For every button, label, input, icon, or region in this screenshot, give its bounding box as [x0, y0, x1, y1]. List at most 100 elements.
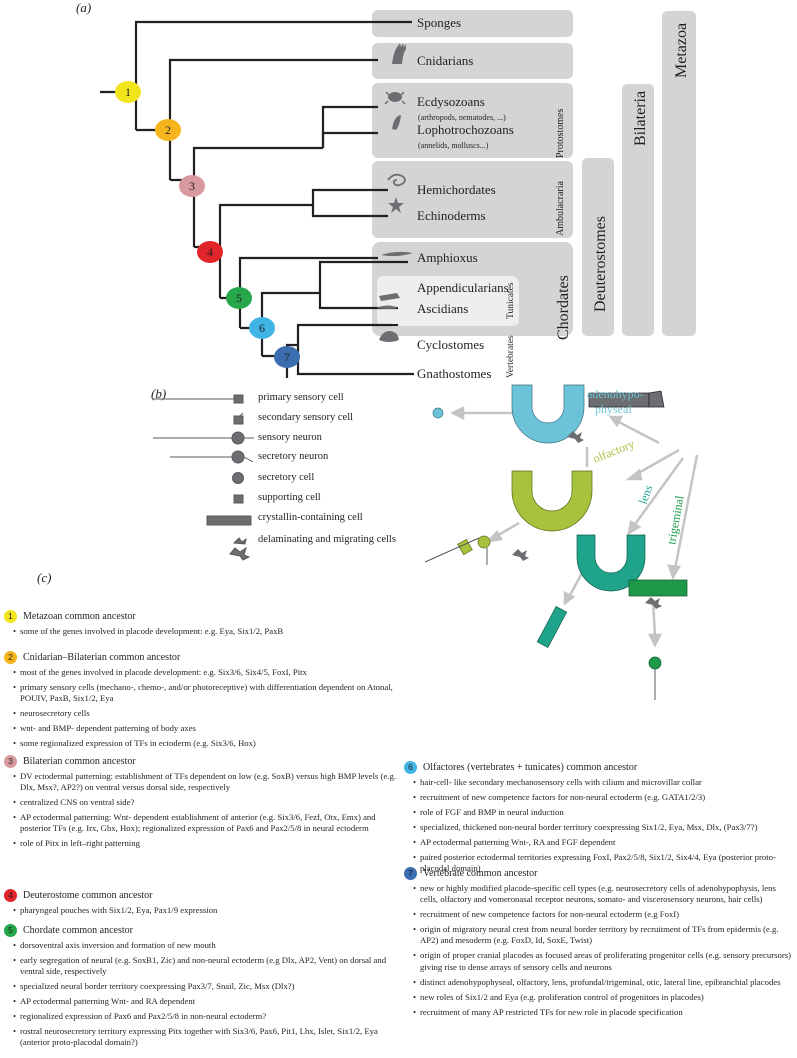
node-number-badge: 5 — [4, 924, 17, 937]
legend-item-label: secondary sensory cell — [258, 412, 354, 423]
lens-placode — [536, 534, 646, 648]
node-number-badge: 7 — [404, 867, 417, 880]
section-bullet-list: hair-cell- like secondary mechanosensory… — [404, 777, 796, 874]
legend-item-label: delaminating and migrating cells — [258, 534, 396, 545]
node-2 — [155, 119, 181, 141]
section-bullet-list: some of the genes involved in placode de… — [4, 626, 399, 637]
supporting-cell-icon — [233, 494, 244, 504]
section-title: Chordate common ancestor — [23, 925, 133, 936]
list-item: origin of migratory neural crest from ne… — [404, 924, 796, 946]
taxon-cnidarians: Cnidarians — [417, 53, 473, 68]
node-1 — [115, 81, 141, 103]
section-title: Vertebrate common ancestor — [423, 868, 538, 879]
node-number-badge: 3 — [4, 755, 17, 768]
amphioxus-icon — [381, 251, 413, 257]
list-item: recruitment of many AP restricted TFs fo… — [404, 1007, 796, 1018]
list-item: role of FGF and BMP in neural induction — [404, 807, 796, 818]
group-boxes — [372, 10, 696, 336]
taxon-ecdysozoans-sub: (arthropods, nematodes, ...) — [418, 113, 506, 122]
panel-b-label: (b) — [151, 386, 167, 401]
node-2-label: 2 — [165, 123, 171, 137]
list-item: AP ectodermal patterning: Wnt- dependent… — [4, 812, 399, 834]
list-item: role of Pitx in left–right patterning — [4, 838, 399, 849]
taxon-sponges: Sponges — [417, 15, 461, 30]
section-heading: 7 Vertebrate common ancestor — [404, 867, 796, 880]
node-4 — [197, 241, 223, 263]
group-ambulacraria: Ambulacraria — [555, 180, 566, 236]
group-metazoa: Metazoa — [673, 23, 690, 78]
box-protostomes — [372, 83, 573, 158]
tree-nodes — [115, 81, 300, 368]
migrating-cells-icon — [229, 537, 251, 561]
label-adenohypophyseal-2: physeal — [595, 402, 632, 416]
placode-diagram: adenohypo- physeal olfactory lens trigem… — [424, 384, 699, 700]
section-title: Cnidarian–Bilaterian common ancestor — [23, 652, 181, 663]
box-tunicates-inner — [377, 276, 518, 325]
list-item: some regionalized expression of TFs in e… — [4, 738, 399, 749]
ectoderm-strip — [588, 390, 665, 408]
box-ambulacraria — [372, 161, 573, 238]
enteropneust-icon — [387, 173, 406, 187]
list-item: recruitment of new competence factors fo… — [404, 792, 796, 803]
list-item: hair-cell- like secondary mechanosensory… — [404, 777, 796, 788]
mouse-icon — [379, 331, 399, 342]
list-item: recruitment of new competence factors fo… — [404, 909, 796, 920]
list-item: early segregation of neural (e.g. SoxB1,… — [4, 955, 399, 977]
list-item: most of the genes involved in placode de… — [4, 667, 399, 678]
node-7-label: 7 — [284, 350, 290, 364]
olfactory-placode — [457, 470, 593, 556]
taxon-hemichordates: Hemichordates — [417, 182, 496, 197]
section-bullet-list: DV ectodermal patterning: establishment … — [4, 771, 399, 850]
sensory-neuron-icon — [153, 431, 254, 445]
box-cnidarians — [372, 43, 573, 79]
lamprey-icon — [376, 305, 398, 309]
cell-type-legend-icons — [153, 394, 254, 561]
list-item: paired posterior ectodermal territories … — [404, 852, 796, 874]
box-metazoa — [662, 11, 696, 336]
list-item: centralized CNS on ventral side? — [4, 797, 399, 808]
box-sponges — [372, 10, 573, 37]
list-item: primary sensory cells (mechano-, chemo-,… — [4, 682, 399, 704]
section-bullet-list: new or highly modified placode-specific … — [404, 883, 796, 1018]
label-lens: lens — [636, 483, 656, 506]
taxon-ascidians: Ascidians — [417, 301, 468, 316]
section-bullet-list: most of the genes involved in placode de… — [4, 667, 399, 749]
group-deuterostomes: Deuterostomes — [592, 216, 609, 312]
section-title: Metazoan common ancestor — [23, 611, 136, 622]
starfish-icon — [388, 197, 404, 213]
taxon-ecdysozoans: Ecdysozoans — [417, 94, 485, 109]
animal-silhouettes — [376, 43, 413, 342]
list-item: AP ectodermal patterning Wnt- and RA dep… — [4, 996, 399, 1007]
list-item: AP ectodermal patterning Wnt-, RA and FG… — [404, 837, 796, 848]
legend-item-label: supporting cell — [258, 492, 321, 503]
node-6-label: 6 — [259, 321, 265, 335]
list-item: new or highly modified placode-specific … — [404, 883, 796, 905]
legend-item-label: crystallin-containing cell — [258, 512, 363, 523]
box-vertebrates-inner — [377, 327, 518, 334]
list-item: origin of proper cranial placodes as foc… — [404, 950, 796, 972]
group-bilateria: Bilateria — [632, 91, 649, 146]
node-3 — [179, 175, 205, 197]
adenohypophyseal-placode — [432, 384, 585, 444]
section-bullet-list: dorsoventral axis inversion and formatio… — [4, 940, 399, 1049]
node-5 — [226, 287, 252, 309]
section-title: Olfactores (vertebrates + tunicates) com… — [423, 762, 638, 773]
cnidarian-icon — [392, 43, 406, 64]
section-title: Deuterostome common ancestor — [23, 890, 153, 901]
trigeminal-placode — [628, 579, 688, 670]
taxon-lophotrochozoans-sub: (annelids, molluscs...) — [418, 141, 489, 150]
node-7 — [274, 346, 300, 368]
group-chordates: Chordates — [555, 275, 572, 340]
legend-item-label: secretory neuron — [258, 451, 329, 462]
node-5-label: 5 — [236, 291, 242, 305]
taxon-appendicularians: Appendicularians — [417, 280, 509, 295]
mollusc-icon — [392, 115, 401, 130]
list-item: new roles of Six1/2 and Eya (e.g. prolif… — [404, 992, 796, 1003]
group-vertebrates: Vertebrates — [506, 335, 516, 378]
legend-item-label: sensory neuron — [258, 432, 322, 443]
